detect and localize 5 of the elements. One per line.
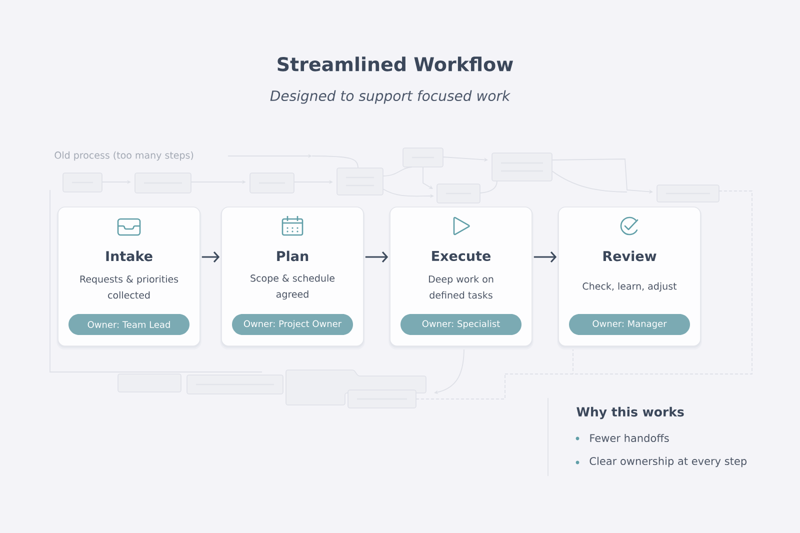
section-heading: Why this works [576,406,684,420]
bullet-text: Clear ownership at every step [590,456,747,468]
subtitle: Designed to support focused work [270,90,511,104]
title: Streamlined Workflow [278,56,513,72]
bullet-text: Fewer handoffs [590,434,669,442]
